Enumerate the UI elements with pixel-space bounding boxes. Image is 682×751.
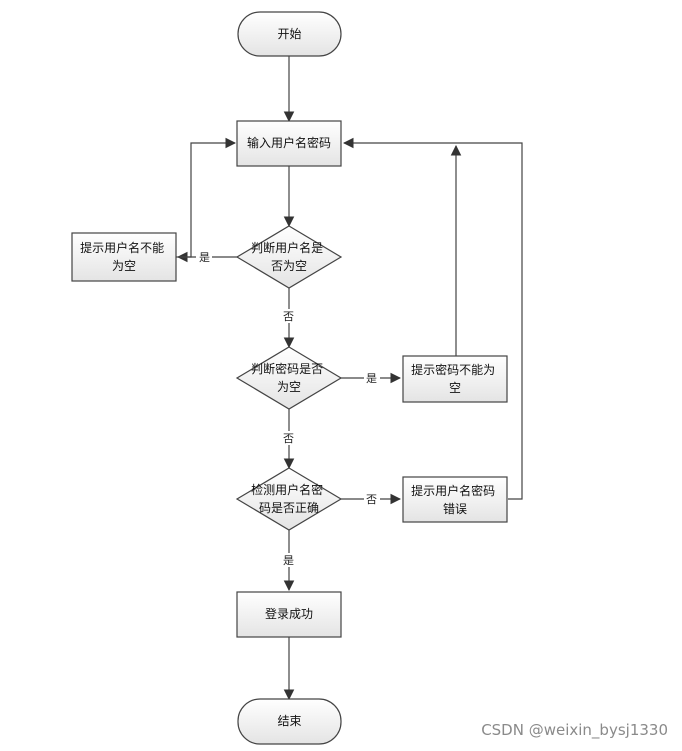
check-password-empty-line2: 为空 (277, 380, 301, 394)
svg-text:输入用户名密码: 输入用户名密码 (247, 135, 331, 150)
prompt-credentials-wrong-line2: 错误 (443, 502, 467, 516)
prompt-password-empty-line2: 空 (449, 381, 461, 395)
end-label: 结束 (277, 714, 301, 728)
prompt-credentials-wrong-box: 提示用户名密码 错误 (402, 476, 508, 523)
check-password-empty-line1: 判断密码是否 (251, 361, 323, 376)
label-credentials-ok: 是 (283, 554, 294, 567)
prompt-username-empty-box: 提示用户名不能 为空 (71, 232, 177, 282)
label-password-empty-no: 否 (283, 432, 294, 445)
input-credentials-label: 输入用户名密码 (247, 135, 331, 150)
check-username-empty-line2: 否为空 (271, 259, 307, 273)
svg-text:判断用户名是 否为空: 判断用户名是 否为空 (251, 240, 327, 273)
edge-prompt-username-back (176, 137, 237, 258)
prompt-password-empty-box: 提示密码不能为 空 (402, 355, 508, 403)
label-password-empty-yes: 是 (366, 372, 377, 385)
prompt-username-empty-line1: 提示用户名不能 (80, 240, 164, 255)
svg-text:登录成功: 登录成功 (265, 606, 313, 621)
login-success-label: 登录成功 (265, 606, 313, 621)
prompt-password-empty-line1: 提示密码不能为 (411, 362, 495, 377)
end-terminal: 结束 (237, 698, 342, 745)
verify-credentials-line2: 码是否正确 (259, 501, 319, 515)
login-success-box: 登录成功 (236, 591, 342, 638)
svg-text:提示用户名不能 为空: 提示用户名不能 为空 (80, 240, 168, 273)
prompt-username-empty-line2: 为空 (112, 259, 136, 273)
edge-prompt-wrong-back (342, 137, 523, 500)
check-username-empty-line1: 判断用户名是 (251, 240, 323, 255)
watermark: CSDN @weixin_bysj1330 (481, 721, 668, 739)
verify-credentials-diamond: 检测用户名密 码是否正确 (235, 467, 343, 531)
label-username-empty-yes: 是 (199, 251, 210, 264)
check-password-empty-diamond: 判断密码是否 为空 (235, 346, 343, 410)
svg-text:检测用户名密 码是否正确: 检测用户名密 码是否正确 (251, 482, 327, 515)
label-credentials-wrong: 否 (366, 493, 377, 506)
start-label: 开始 (277, 27, 301, 41)
prompt-credentials-wrong-line1: 提示用户名密码 (411, 483, 495, 498)
svg-text:提示密码不能为 空: 提示密码不能为 空 (411, 362, 499, 395)
verify-credentials-line1: 检测用户名密 (251, 482, 323, 497)
label-username-empty-no: 否 (283, 310, 294, 323)
svg-text:提示用户名密码 错误: 提示用户名密码 错误 (411, 483, 499, 516)
check-username-empty-diamond: 判断用户名是 否为空 (235, 225, 343, 289)
svg-text:判断密码是否 为空: 判断密码是否 为空 (251, 361, 327, 394)
start-terminal: 开始 (237, 11, 342, 57)
input-credentials-box: 输入用户名密码 (236, 120, 342, 167)
